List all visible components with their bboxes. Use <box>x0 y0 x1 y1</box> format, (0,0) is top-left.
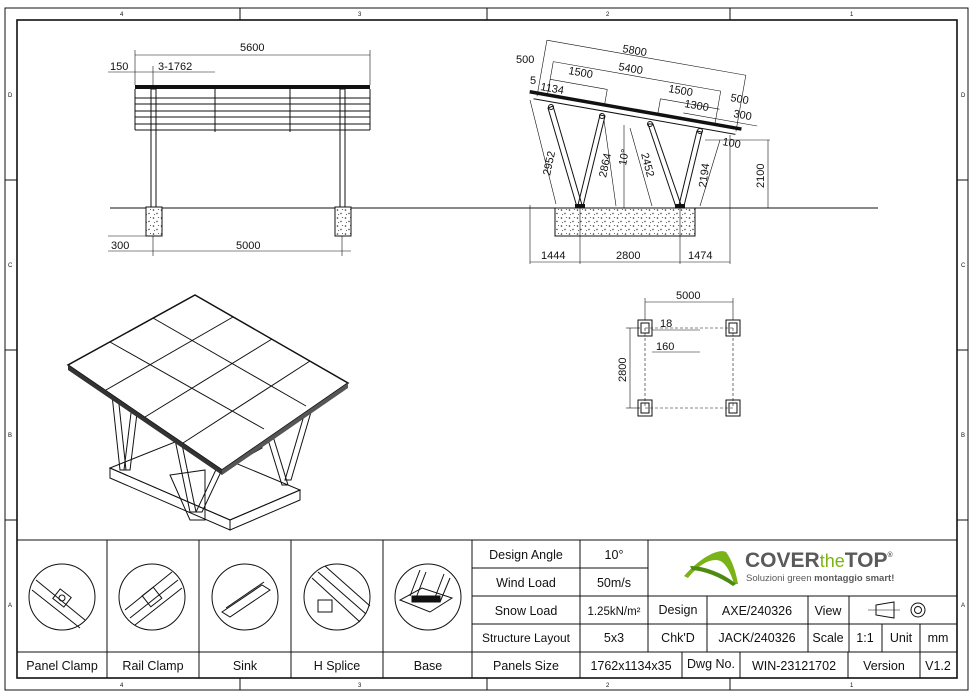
zone-label: 1 <box>850 683 854 689</box>
dim-panels: 3-1762 <box>158 61 192 73</box>
design-angle-value: 10° <box>605 548 624 562</box>
version-label: Version <box>863 659 905 673</box>
panels-size-value: 1762x1134x35 <box>590 659 671 673</box>
design-angle-label: Design Angle <box>489 548 563 562</box>
svg-text:Soluzioni green montaggio smar: Soluzioni green montaggio smart! <box>746 573 894 584</box>
dim-plan-depth: 2800 <box>617 358 629 382</box>
version-value: V1.2 <box>925 659 951 673</box>
dim-angle: 10° <box>617 148 632 166</box>
checked-label: Chk'D <box>661 631 695 645</box>
part-label: Base <box>414 659 443 673</box>
rail-clamp-icon <box>118 563 186 631</box>
dim-strut-1: 2952 <box>541 150 558 176</box>
dim-inner: 5400 <box>617 61 643 77</box>
title-block <box>17 539 957 678</box>
dim-strut-4: 2194 <box>697 163 712 189</box>
zone-label: 4 <box>120 683 124 689</box>
zone-label: B <box>961 433 965 439</box>
zone-label: A <box>961 603 965 609</box>
logo-tagline-a: Soluzioni green <box>746 573 814 584</box>
logo-reg: ® <box>888 551 894 559</box>
sink-icon <box>211 563 279 631</box>
checked-value: JACK/240326 <box>718 631 795 645</box>
dim-right-spacing: 1500 <box>667 83 693 99</box>
dim-left-overhang: 500 <box>516 54 534 66</box>
view-label: View <box>815 604 843 618</box>
snow-load-label: Snow Load <box>495 604 558 618</box>
dim-offset-2: 160 <box>656 341 674 353</box>
unit-label: Unit <box>890 631 913 645</box>
dim-right-inner: 1300 <box>683 98 709 114</box>
logo-the: the <box>820 551 845 571</box>
svg-text:COVERtheTOP®: COVERtheTOP® <box>745 549 894 572</box>
unit-value: mm <box>928 631 949 645</box>
dim-span: 5000 <box>236 240 260 252</box>
zone-label: 1 <box>850 12 854 18</box>
zone-label: C <box>961 263 966 269</box>
zone-label: C <box>8 263 13 269</box>
layout-label: Structure Layout <box>482 631 571 645</box>
part-label: Panel Clamp <box>26 659 98 673</box>
zone-label: 2 <box>606 683 610 689</box>
base-icon <box>394 563 462 631</box>
design-value: AXE/240326 <box>722 604 792 618</box>
company-logo: COVERtheTOP® Soluzioni green montaggio s… <box>684 549 894 586</box>
dim-right-edge: 300 <box>732 108 752 123</box>
isometric-view <box>66 294 350 531</box>
dim-strut-3: 2452 <box>638 152 656 179</box>
dim-right-overhang: 500 <box>729 92 749 107</box>
zone-label: A <box>8 603 12 609</box>
logo-top: TOP <box>845 549 888 572</box>
dim-left-spacing: 1500 <box>567 65 593 81</box>
snow-load-value: 1.25kN/m² <box>587 606 640 618</box>
side-view: 5800 5400 500 1500 5 1134 1500 1300 500 … <box>516 39 770 264</box>
logo-cover: COVER <box>745 549 820 572</box>
wind-load-label: Wind Load <box>496 576 556 590</box>
dim-left-offset: 5 <box>530 75 536 87</box>
projection-view-icon <box>868 601 926 619</box>
dim-overall: 5800 <box>621 43 647 59</box>
part-label: Rail Clamp <box>122 659 183 673</box>
dim-footing: 300 <box>111 240 129 252</box>
zone-label: B <box>8 433 12 439</box>
dim-rail-height: 100 <box>721 136 741 151</box>
zone-label: 2 <box>606 12 610 18</box>
dwg-label: Dwg No. <box>687 657 735 671</box>
layout-value: 5x3 <box>604 631 624 645</box>
front-view: 5600 150 3-1762 300 5000 <box>108 42 371 256</box>
zone-label: D <box>961 93 966 99</box>
dim-height: 2100 <box>755 164 767 188</box>
dim-panel-width: 1134 <box>539 81 564 97</box>
h-splice-icon <box>303 563 371 631</box>
dim-base-left: 1444 <box>541 250 565 262</box>
dim-base-mid: 2800 <box>616 250 640 262</box>
dim-base-right: 1474 <box>688 250 712 262</box>
zone-label: 3 <box>358 12 362 18</box>
panel-clamp-icon <box>28 563 96 631</box>
dim-strut-2: 2864 <box>597 152 614 178</box>
dim-plan-width: 5000 <box>676 290 700 302</box>
part-label: H Splice <box>314 659 361 673</box>
zone-label: D <box>8 93 13 99</box>
zone-label: 4 <box>120 12 124 18</box>
dwg-value: WIN-23121702 <box>752 659 836 673</box>
dim-overhang: 150 <box>110 61 128 73</box>
wind-load-value: 50m/s <box>597 576 631 590</box>
dim-offset-1: 18 <box>660 318 672 330</box>
panels-size-label: Panels Size <box>493 659 559 673</box>
scale-label: Scale <box>812 631 843 645</box>
dim-overall: 5600 <box>240 42 264 54</box>
design-label: Design <box>659 603 698 617</box>
logo-tagline-b: montaggio smart! <box>814 573 894 584</box>
part-label: Sink <box>233 659 258 673</box>
scale-value: 1:1 <box>856 631 873 645</box>
zone-label: 3 <box>358 683 362 689</box>
plan-view: 5000 2800 18 160 <box>617 290 741 417</box>
sheet-frame: 4 3 2 1 4 3 2 1 D C B A D C B A <box>4 7 969 691</box>
